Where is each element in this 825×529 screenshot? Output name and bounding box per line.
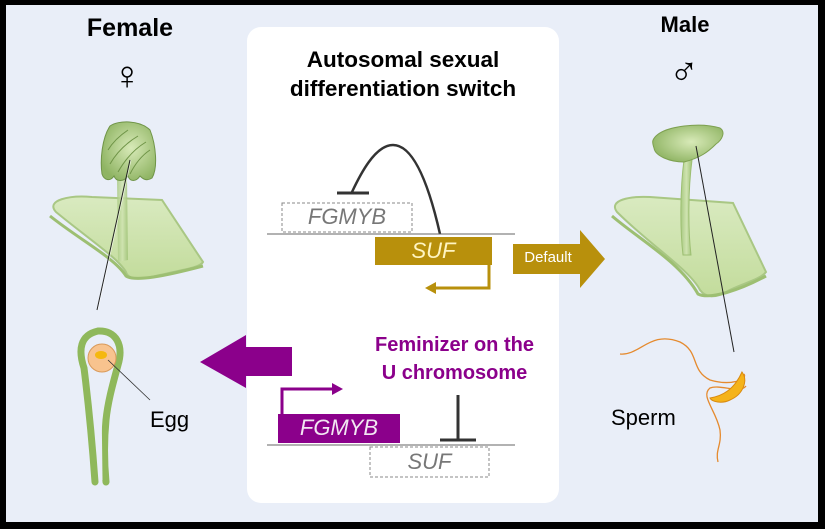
female-symbol-icon: ♀ (112, 54, 142, 98)
female-callout-line (96, 159, 131, 311)
feminizer-label-line1: Feminizer on the (375, 334, 534, 356)
female-archegoniophore-cap (100, 121, 157, 181)
sperm-cell (619, 338, 747, 463)
female-thallus-edge (49, 214, 204, 280)
male-title: Male (660, 12, 710, 37)
male-stalk (680, 159, 693, 256)
fgmyb-inactive-label: FGMYB (307, 204, 387, 229)
suf-transcription-arrow (432, 265, 491, 290)
male-symbol-icon: ♂ (669, 50, 699, 94)
suf-arrow-head (425, 282, 436, 294)
fgmyb-active-box (278, 414, 400, 443)
switch-heading-line2: differentiation switch (289, 76, 517, 101)
suf-repression-arc (350, 143, 442, 235)
archegonium-neck (77, 327, 124, 486)
feminizer-label-line2: U chromosome (381, 362, 528, 384)
fgmyb-arrow-head (332, 383, 343, 395)
female-title: Female (86, 14, 174, 42)
default-arrow-label: Default (524, 249, 572, 266)
suf-inactive-label: SUF (407, 449, 452, 474)
switch-heading-line1: Autosomal sexual (306, 47, 500, 72)
default-arrow (513, 230, 605, 288)
feminizer-diagram (200, 335, 515, 478)
feminizer-arrow (200, 335, 292, 388)
sperm-flagellum-2 (706, 385, 747, 463)
sperm-flagellum-1 (619, 338, 746, 384)
suf-inactive-box (369, 446, 490, 478)
male-antheridiophore-cap (652, 124, 724, 163)
male-callout-line (695, 145, 735, 353)
female-cap-ridges (107, 129, 151, 175)
egg-label: Egg (150, 407, 190, 432)
male-plant (611, 124, 768, 353)
sperm-label: Sperm (611, 405, 676, 430)
female-stalk (117, 176, 128, 262)
egg-callout-line (107, 359, 151, 401)
egg-nucleus (95, 351, 107, 359)
archegonium (77, 327, 151, 486)
fgmyb-inactive-box (281, 202, 413, 233)
female-thallus (52, 195, 205, 280)
default-switch-diagram (267, 143, 605, 294)
female-plant (49, 121, 205, 311)
fgmyb-active-label: FGMYB (299, 415, 379, 440)
suf-active-label: SUF (411, 238, 456, 263)
sperm-body (709, 371, 746, 403)
fgmyb-transcription-arrow (280, 387, 335, 414)
suf-active-box (375, 237, 492, 265)
male-thallus-edge (611, 214, 767, 298)
